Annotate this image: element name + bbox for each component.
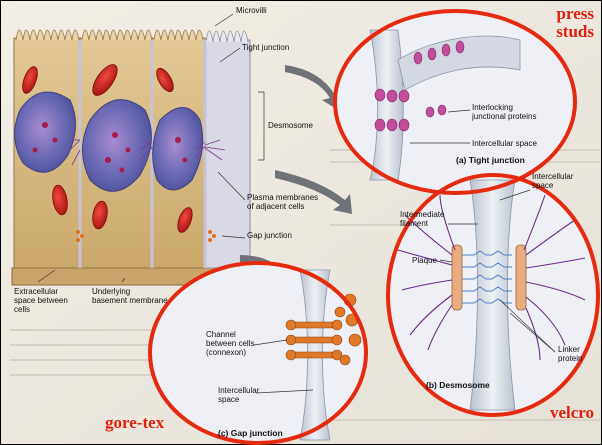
tight-label-intercellular: Intercellular space: [472, 139, 537, 148]
gap-label-intercellular: Intercellular space: [218, 386, 259, 404]
label-extracellular-space: Extracellular space between cells: [14, 287, 68, 314]
label-microvilli: Microvilli: [236, 6, 267, 15]
tight-caption: (a) Tight junction: [456, 155, 525, 165]
label-plasma-membranes: Plasma membranes of adjacent cells: [247, 193, 318, 211]
desmo-label-intercellular: Intercellular space: [532, 172, 573, 190]
annotation-velcro: velcro: [550, 404, 594, 422]
desmo-label-plaque: Plaque: [412, 256, 437, 265]
desmo-caption: (b) Desmosome: [426, 380, 490, 390]
label-desmosome: Desmosome: [268, 121, 313, 130]
tight-label-interlocking: Interlocking junctional proteins: [472, 103, 536, 121]
annotation-press-studs: press studs: [556, 5, 594, 41]
label-basement-membrane: Underlying basement membrane: [92, 287, 168, 305]
epithelial-cells: [12, 30, 275, 285]
gap-caption: (c) Gap junction: [218, 428, 283, 438]
annotation-gore-tex: gore-tex: [105, 414, 164, 432]
label-tight-junction: Tight junction: [242, 43, 289, 52]
desmo-label-linker: Linker protein: [558, 345, 582, 363]
desmo-label-intermediate-filament: Intermediate filament: [400, 210, 444, 228]
label-gap-junction: Gap junction: [247, 231, 292, 240]
gap-label-channel: Channel between cells (connexon): [206, 330, 254, 357]
